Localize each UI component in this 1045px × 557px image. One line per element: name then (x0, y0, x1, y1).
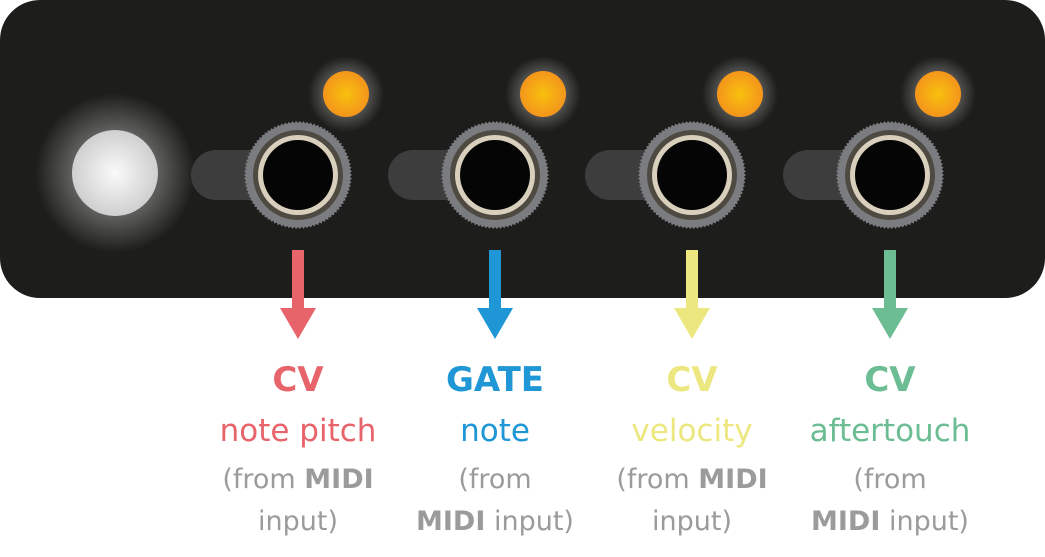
signal-description: aftertouch (809, 413, 971, 449)
signal-source: (from MIDI input) (582, 459, 802, 543)
output-jack[interactable] (836, 121, 944, 229)
indicator-led-icon (717, 71, 763, 117)
source-prefix: (from (616, 464, 690, 495)
source-suffix: input) (493, 506, 574, 537)
source-prefix: (from (222, 464, 296, 495)
indicator-led-icon (323, 71, 369, 117)
output-label: CV note pitch (from MIDI input) (188, 355, 408, 543)
signal-type: CV (272, 360, 324, 400)
signal-type: GATE (446, 360, 544, 400)
source-prefix: (from (853, 464, 927, 495)
signal-description: velocity (631, 413, 753, 449)
output-jack[interactable] (638, 121, 746, 229)
source-bold: MIDI (811, 506, 881, 537)
signal-source: (from MIDI input) (188, 459, 408, 543)
source-suffix: input) (258, 506, 338, 537)
signal-description: note (460, 413, 530, 449)
jack-hole (657, 140, 727, 210)
source-prefix: (from (458, 464, 532, 495)
signal-description: note pitch (219, 413, 377, 449)
jack-hole (855, 140, 925, 210)
module-panel (0, 0, 1045, 298)
source-suffix: input) (888, 506, 969, 537)
output-jack[interactable] (244, 121, 352, 229)
signal-type: CV (666, 360, 718, 400)
output-label: CV velocity (from MIDI input) (582, 355, 802, 543)
source-suffix: input) (652, 506, 732, 537)
power-led-icon (72, 130, 158, 216)
signal-type: CV (864, 360, 916, 400)
source-bold: MIDI (304, 464, 374, 495)
output-jack[interactable] (441, 121, 549, 229)
jack-hole (263, 140, 333, 210)
indicator-led-icon (915, 71, 961, 117)
source-bold: MIDI (416, 506, 486, 537)
source-bold: MIDI (698, 464, 768, 495)
indicator-led-icon (520, 71, 566, 117)
jack-hole (460, 140, 530, 210)
